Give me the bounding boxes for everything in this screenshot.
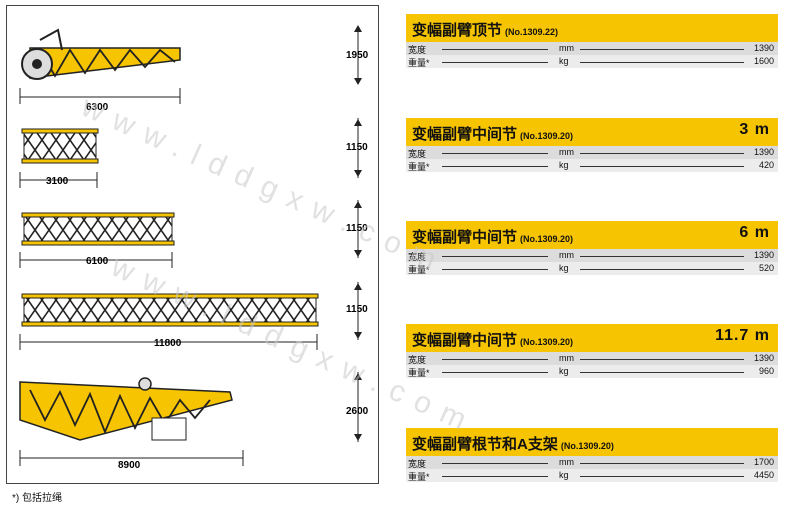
- spec-header: 变幅副臂中间节(No.1309.20) 3 m: [406, 118, 778, 146]
- spec-title: 变幅副臂顶节(No.1309.22): [412, 22, 559, 39]
- mid11-height-dim: 1150: [346, 304, 368, 315]
- spec-length: 11.7 m: [715, 327, 770, 344]
- spec-title: 变幅副臂中间节(No.1309.20): [412, 332, 574, 349]
- spec-header: 变幅副臂根节和A支架(No.1309.20): [406, 428, 778, 456]
- mid6-length-dim: 6100: [86, 256, 109, 267]
- mid-11m-drawing: [19, 282, 362, 350]
- mid3-length-dim: 3100: [46, 176, 69, 187]
- top-section-drawing: [19, 25, 362, 104]
- spec-length: 3 m: [739, 121, 770, 138]
- spec-length: 6 m: [739, 224, 770, 241]
- mid3-height-dim: 1150: [346, 142, 368, 153]
- mid6-height-dim: 1150: [346, 223, 368, 234]
- spec-header: 变幅副臂顶节(No.1309.22): [406, 14, 778, 42]
- mid-3m-drawing: [19, 118, 362, 188]
- spec-header: 变幅副臂中间节(No.1309.20) 11.7 m: [406, 324, 778, 352]
- top-length-dim: 6300: [86, 102, 109, 113]
- drawing-frame: [6, 5, 379, 484]
- base-height-dim: 2600: [346, 406, 369, 417]
- base-section-drawing: [19, 372, 362, 466]
- mid11-length-dim: 11800: [154, 338, 182, 349]
- spec-title: 变幅副臂根节和A支架(No.1309.20): [412, 436, 614, 453]
- spec-title: 变幅副臂中间节(No.1309.20): [412, 126, 574, 143]
- mid-6m-drawing: [19, 200, 362, 268]
- footnote: *) 包括拉绳: [12, 493, 62, 504]
- top-height-dim: 1950: [346, 50, 369, 61]
- spec-header: 变幅副臂中间节(No.1309.20) 6 m: [406, 221, 778, 249]
- spec-title: 变幅副臂中间节(No.1309.20): [412, 229, 574, 246]
- base-length-dim: 8900: [118, 460, 141, 471]
